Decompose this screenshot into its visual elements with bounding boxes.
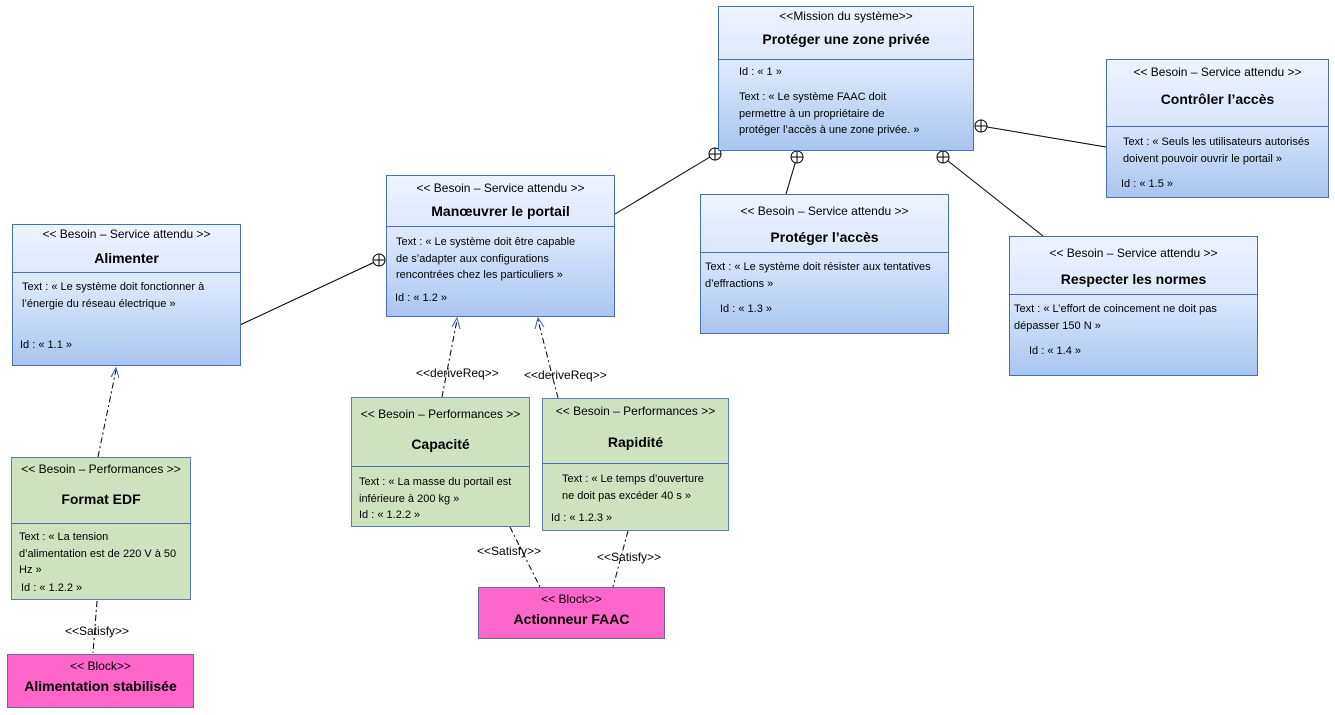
- stereotype: << Besoin – Performances >>: [555, 404, 716, 418]
- stereotype: <<Mission du système>>: [779, 9, 913, 23]
- arrowhead: [110, 366, 120, 379]
- block-text-line: dépasser 150 N »: [1014, 319, 1101, 332]
- block-id: Id : « 1.3 »: [720, 303, 772, 315]
- block-alimentation-stabilisee[interactable]: << Block>> Alimentation stabilisée: [7, 654, 194, 708]
- dependency-rapidite-manoeuvrer: [537, 319, 559, 399]
- containment-line-manoeuvrer: [614, 153, 716, 215]
- dependency-capacite-manoeuvrer: [441, 319, 458, 398]
- block-title: Protéger une zone privée: [762, 31, 930, 47]
- block-title: Alimenter: [94, 250, 159, 266]
- block-text-line: Text : « Le temps d’ouverture: [562, 473, 704, 485]
- block-text-line: Text : « Le système doit fonctionner à: [22, 281, 205, 293]
- stereotype: << Besoin – Service attendu >>: [740, 204, 909, 218]
- block-id: Id : « 1.2.3 »: [551, 512, 613, 524]
- block-text-line: Text : « L’effort de coincement ne doit …: [1014, 303, 1217, 315]
- block-text-line: Text : « Le système FAAC doit: [739, 91, 887, 103]
- stereotype: << Besoin – Service attendu >>: [1049, 246, 1218, 260]
- containment-symbol: [936, 150, 950, 164]
- stereotype: << Besoin – Service attendu >>: [42, 227, 211, 241]
- block-id: Id : « 1.2 »: [395, 292, 447, 304]
- dependency-capacite-block: [509, 526, 541, 588]
- block-text-line: Text : « Seuls les utilisateurs autorisé…: [1123, 136, 1310, 148]
- block-id: Id : « 1 »: [739, 66, 782, 78]
- block-title: Contrôler l’accès: [1160, 91, 1275, 107]
- block-text-line: Text : « Le système doit être capable: [396, 236, 576, 248]
- block-text-line: Text : « Le système doit résister aux te…: [705, 261, 931, 273]
- stereotype: << Besoin – Performances >>: [360, 407, 521, 421]
- block-title: Format EDF: [61, 491, 141, 507]
- block-text-line: permettre à un propriétaire de: [739, 107, 885, 120]
- block-text-line: protéger l’accès à une zone privée. »: [739, 124, 920, 136]
- derive-label: <<deriveReq>>: [524, 368, 607, 382]
- satisfy-label: <<Satisfy>>: [477, 544, 542, 558]
- block-text-line: rencontrées chez les particuliers »: [396, 269, 563, 281]
- arrowhead: [534, 316, 545, 330]
- block-text-line: Text : « La masse du portail est: [359, 476, 512, 488]
- arrowhead: [451, 316, 461, 330]
- requirement-controler-acces[interactable]: << Besoin – Service attendu >> Contrôler…: [1106, 59, 1329, 198]
- performance-rapidite[interactable]: << Besoin – Performances >> Rapidité Tex…: [542, 398, 729, 531]
- block-text-line: inférieure à 200 kg »: [359, 492, 460, 505]
- dependency-edf-block: [92, 600, 98, 654]
- stereotype: << Besoin – Service attendu >>: [416, 181, 585, 195]
- containment-symbol: [790, 150, 804, 164]
- satisfy-label: <<Satisfy>>: [597, 550, 662, 564]
- requirement-manoeuvrer[interactable]: << Besoin – Service attendu >> Manœuvrer…: [386, 175, 615, 317]
- block-title: Actionneur FAAC: [513, 611, 630, 627]
- containment-line-respecter: [942, 156, 1044, 237]
- containment-symbol: [372, 253, 386, 267]
- stereotype: << Besoin – Performances >>: [21, 462, 181, 476]
- requirement-proteger-acces[interactable]: << Besoin – Service attendu >> Protéger …: [700, 194, 949, 334]
- requirement-alimenter[interactable]: << Besoin – Service attendu >> Alimenter…: [12, 224, 241, 366]
- requirement-respecter-normes[interactable]: << Besoin – Service attendu >> Respecter…: [1009, 236, 1258, 376]
- block-text-line: de s’adapter aux configurations: [396, 252, 549, 265]
- block-title: Manœuvrer le portail: [431, 203, 570, 219]
- block-text-line: d’effractions »: [705, 277, 774, 290]
- block-id: Id : « 1.4 »: [1029, 345, 1081, 357]
- block-text-line: doivent pouvoir ouvrir le portail »: [1123, 152, 1282, 165]
- derive-label: <<deriveReq>>: [416, 366, 499, 380]
- block-text-line: Hz »: [19, 564, 42, 576]
- block-title: Alimentation stabilisée: [24, 678, 177, 694]
- containment-symbol: [708, 147, 722, 161]
- block-text-line: Text : « La tension: [19, 531, 109, 543]
- performance-capacite[interactable]: << Besoin – Performances >> Capacité Tex…: [351, 397, 530, 527]
- dependency-rapidite-block: [612, 530, 629, 588]
- containment-symbol: [974, 119, 988, 133]
- block-title: Protéger l’accès: [770, 229, 879, 245]
- block-title: Respecter les normes: [1060, 271, 1207, 287]
- mission-block[interactable]: <<Mission du système>> Protéger une zone…: [718, 6, 974, 151]
- block-text-line: l’énergie du réseau électrique »: [22, 297, 176, 310]
- stereotype: << Block>>: [70, 659, 131, 673]
- block-id: Id : « 1.2.2 »: [21, 582, 83, 594]
- block-id: Id : « 1.2.2 »: [359, 509, 421, 521]
- block-title: Capacité: [411, 436, 470, 452]
- containment-line-controler: [980, 125, 1107, 148]
- block-actionneur-faac[interactable]: << Block>> Actionneur FAAC: [478, 587, 665, 639]
- stereotype: << Block>>: [541, 592, 602, 606]
- block-text-line: d’alimentation est de 220 V à 50: [19, 547, 177, 560]
- block-id: Id : « 1.5 »: [1121, 178, 1173, 190]
- dependency-format-alimenter: [97, 369, 117, 458]
- stereotype: << Besoin – Service attendu >>: [1133, 65, 1302, 79]
- block-id: Id : « 1.1 »: [20, 339, 72, 351]
- satisfy-label: <<Satisfy>>: [65, 624, 130, 638]
- block-text-line: ne doit pas excéder 40 s »: [562, 489, 692, 502]
- block-title: Rapidité: [607, 434, 664, 450]
- containment-line-alimenter: [239, 259, 380, 326]
- performance-format-edf[interactable]: << Besoin – Performances >> Format EDF T…: [11, 457, 191, 600]
